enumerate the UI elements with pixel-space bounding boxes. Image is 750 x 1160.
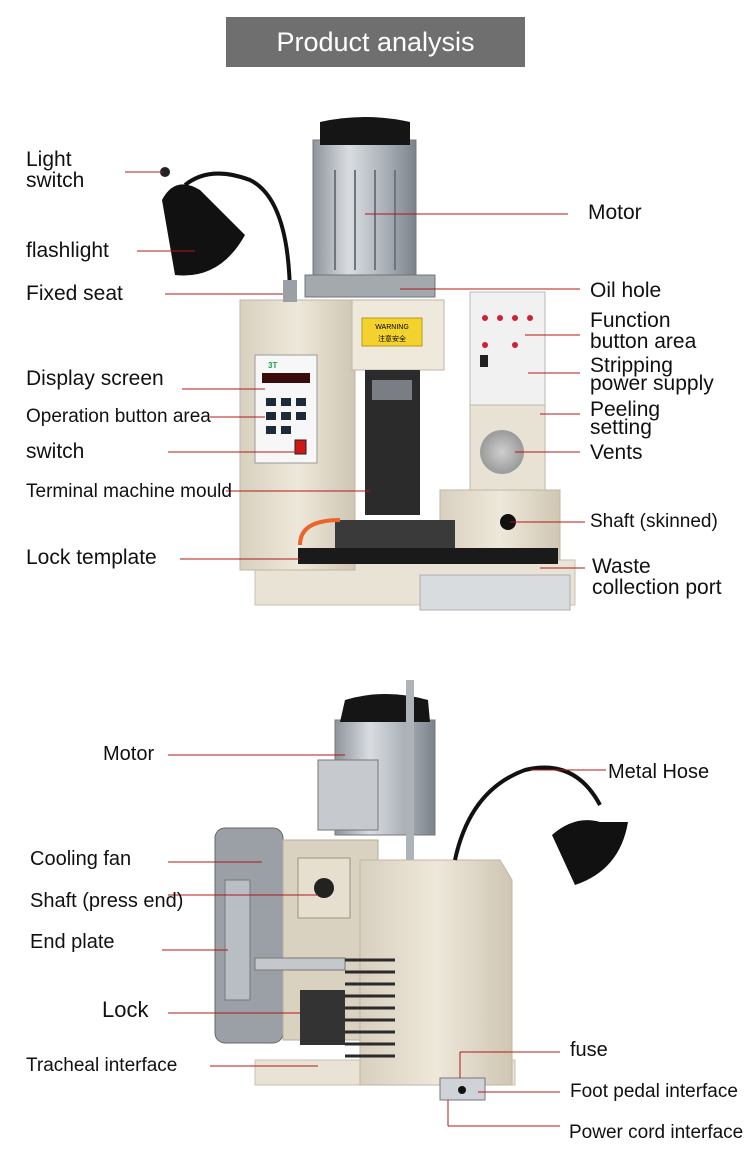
page-title: Product analysis bbox=[276, 26, 475, 57]
operation-buttons bbox=[266, 398, 306, 434]
label-peeling-line1: Peeling bbox=[590, 398, 661, 421]
lock-bar bbox=[254, 957, 346, 971]
control-panel bbox=[254, 354, 318, 464]
leader-lines bbox=[125, 171, 606, 1127]
foot-pedal-socket bbox=[458, 1086, 466, 1094]
label-cooling-fan: Cooling fan bbox=[30, 848, 132, 870]
label-stripping-line2: power supply bbox=[590, 372, 714, 396]
label-motor-top: Motor bbox=[588, 201, 642, 224]
label-fuse: fuse bbox=[570, 1039, 608, 1061]
lamp-switch-knob bbox=[160, 167, 170, 177]
rear-lamp-shade bbox=[552, 820, 628, 885]
label-lock-template: Lock template bbox=[26, 546, 157, 569]
label-function-line1: Function bbox=[590, 309, 671, 332]
label-flashlight: flashlight bbox=[26, 239, 109, 262]
rear-vent-slots bbox=[345, 958, 395, 1058]
label-operation-button-area: Operation button area bbox=[26, 406, 211, 427]
label-end-plate: End plate bbox=[30, 931, 115, 953]
label-shaft-press-end: Shaft (press end) bbox=[30, 890, 184, 912]
label-peeling-line2: setting bbox=[590, 416, 652, 440]
brand-logo: 3T bbox=[268, 361, 277, 370]
motor-fins bbox=[334, 170, 396, 270]
label-peeling-setting: Peeling setting bbox=[590, 398, 661, 440]
label-motor-bottom: Motor bbox=[103, 743, 155, 765]
label-oil-hole: Oil hole bbox=[590, 279, 662, 302]
label-light-switch-line1: Light bbox=[26, 148, 72, 171]
top-machine: WARNING 注意安全 3T bbox=[160, 117, 576, 611]
label-waste-collection-port: Waste collection port bbox=[592, 556, 722, 598]
label-function-line2: button area bbox=[590, 330, 697, 353]
label-stripping-line1: Stripping bbox=[590, 354, 673, 377]
motor-housing bbox=[312, 139, 417, 276]
caution-sticker-text: 注意安全 bbox=[378, 334, 406, 343]
label-shaft-skinned: Shaft (skinned) bbox=[590, 511, 718, 532]
stripping-switch bbox=[480, 355, 488, 367]
label-light-switch: Light switch bbox=[26, 149, 84, 191]
vent-grille bbox=[480, 430, 524, 474]
label-display-screen: Display screen bbox=[26, 367, 164, 390]
waste-tray bbox=[419, 574, 571, 611]
lock-rail bbox=[298, 548, 558, 564]
power-switch bbox=[294, 439, 307, 455]
metal-hose bbox=[453, 765, 602, 861]
rear-motor-box bbox=[317, 759, 379, 831]
motor-cap bbox=[320, 117, 410, 145]
mould-block bbox=[372, 380, 412, 400]
function-buttons bbox=[482, 315, 533, 348]
label-power-cord-interface: Power cord interface bbox=[569, 1122, 744, 1143]
label-switch: switch bbox=[26, 440, 85, 463]
end-plate bbox=[224, 879, 251, 1001]
air-hose-orange bbox=[298, 518, 341, 546]
rear-cabinet bbox=[359, 859, 513, 1086]
shaft-press-end bbox=[314, 878, 334, 898]
motor-flange bbox=[304, 274, 436, 298]
label-waste-line1: Waste bbox=[592, 555, 651, 578]
shaft-press-plate bbox=[297, 857, 351, 919]
rear-motor-cap bbox=[340, 694, 430, 722]
label-light-switch-line2: switch bbox=[26, 169, 85, 192]
bottom-machine bbox=[214, 680, 628, 1101]
label-metal-hose: Metal Hose bbox=[608, 761, 710, 783]
label-terminal-machine-mould: Terminal machine mould bbox=[26, 481, 232, 502]
page-title-banner: Product analysis bbox=[226, 17, 525, 67]
label-waste-line2: collection port bbox=[592, 576, 722, 599]
warning-sticker bbox=[361, 317, 423, 347]
display-screen bbox=[262, 373, 310, 383]
lamp-fixed-seat bbox=[283, 280, 297, 302]
label-foot-pedal-interface: Foot pedal interface bbox=[570, 1081, 738, 1102]
lamp-arm bbox=[183, 171, 292, 301]
function-box bbox=[469, 291, 546, 408]
lamp-shade bbox=[162, 184, 245, 276]
label-stripping-power-supply: Stripping power supply bbox=[590, 354, 714, 396]
label-function-button-area: Function button area bbox=[590, 310, 696, 352]
warning-sticker-text: WARNING bbox=[375, 324, 409, 331]
lock-template-block bbox=[335, 520, 455, 550]
tracheal-block bbox=[300, 990, 345, 1045]
label-lock: Lock bbox=[102, 997, 149, 1022]
label-tracheal-interface: Tracheal interface bbox=[26, 1055, 178, 1076]
shaft-skinned-knob bbox=[500, 514, 516, 530]
label-vents: Vents bbox=[590, 441, 643, 464]
label-fixed-seat: Fixed seat bbox=[26, 282, 123, 305]
